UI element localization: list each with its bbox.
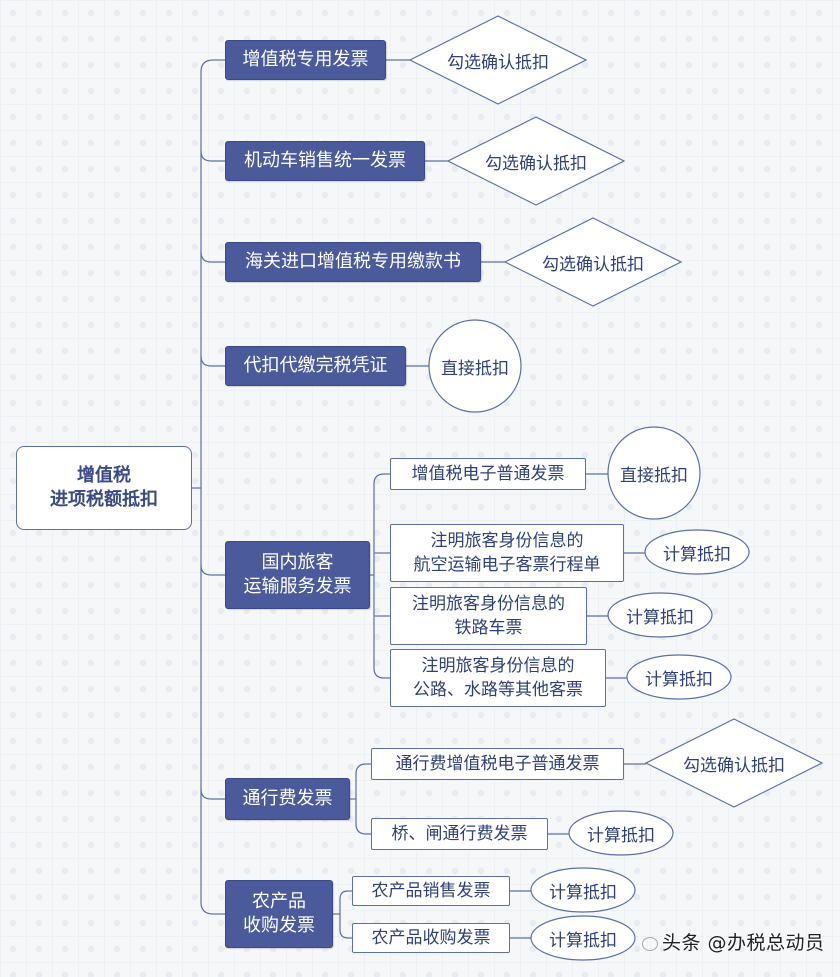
- category-toll-invoice: 通行费发票: [225, 778, 350, 820]
- sub-item-road-water-ticket: 注明旅客身份信息的 公路、水路等其他客票: [390, 649, 606, 707]
- trunk-line: [200, 59, 214, 915]
- category-vat-special-invoice: 增值税专用发票: [225, 40, 386, 80]
- watermark: 头条 @办税总动员: [642, 928, 825, 955]
- category-connector: [200, 251, 225, 263]
- sub-item-agri-purchase-invoice: 农产品收购发票: [352, 923, 510, 953]
- method-label: 直接抵扣: [620, 465, 688, 486]
- category-withholding-tax-certificate: 代扣代缴完税凭证: [225, 346, 406, 386]
- category-motor-vehicle-invoice: 机动车销售统一发票: [225, 141, 425, 181]
- category-agricultural-purchase: 农产品 收购发票: [225, 880, 333, 948]
- method-ellipse: [644, 529, 750, 575]
- method-label: 计算抵扣: [549, 882, 617, 903]
- method-label: 计算抵扣: [645, 669, 713, 690]
- method-ellipse: [626, 654, 732, 700]
- method-label: 计算抵扣: [587, 825, 655, 846]
- method-label: 勾选确认抵扣: [683, 755, 785, 776]
- sub-item-toll-e-invoice: 通行费增值税电子普通发票: [371, 748, 624, 780]
- sub-item-agri-sales-invoice: 农产品销售发票: [352, 876, 510, 906]
- method-label: 勾选确认抵扣: [447, 52, 549, 73]
- category-connector: [200, 788, 225, 800]
- method-label: 直接抵扣: [441, 358, 509, 379]
- watermark-icon: [642, 936, 658, 951]
- method-label: 计算抵扣: [549, 930, 617, 951]
- method-ellipse: [568, 810, 674, 856]
- category-connector: [200, 355, 225, 367]
- sub-item-railway-ticket: 注明旅客身份信息的 铁路车票: [390, 587, 587, 645]
- method-circle: [607, 426, 701, 520]
- branch-line: [373, 473, 390, 679]
- watermark-text: 头条 @办税总动员: [662, 932, 825, 954]
- method-ellipse: [607, 592, 713, 638]
- branch-line: [339, 890, 352, 939]
- branch-line: [355, 763, 371, 835]
- method-diamond: [503, 217, 683, 307]
- root-node: 增值税 进项税额抵扣: [16, 446, 192, 530]
- category-connector: [200, 564, 225, 576]
- method-diamond: [644, 718, 824, 808]
- category-customs-vat-payment-book: 海关进口增值税专用缴款书: [225, 242, 481, 282]
- category-connector: [200, 150, 225, 162]
- method-label: 计算抵扣: [663, 544, 731, 565]
- sub-item-vat-e-invoice: 增值税电子普通发票: [390, 458, 586, 490]
- method-label: 计算抵扣: [626, 607, 694, 628]
- method-ellipse: [530, 915, 636, 961]
- method-diamond: [446, 116, 626, 206]
- method-ellipse: [530, 867, 636, 913]
- method-label: 勾选确认抵扣: [542, 254, 644, 275]
- method-diamond: [408, 15, 588, 105]
- category-domestic-passenger-transport: 国内旅客 运输服务发票: [225, 541, 370, 609]
- method-circle: [428, 319, 522, 413]
- sub-item-air-itinerary: 注明旅客身份信息的 航空运输电子客票行程单: [390, 524, 624, 582]
- sub-item-bridge-toll-invoice: 桥、闸通行费发票: [371, 818, 548, 850]
- method-label: 勾选确认抵扣: [485, 153, 587, 174]
